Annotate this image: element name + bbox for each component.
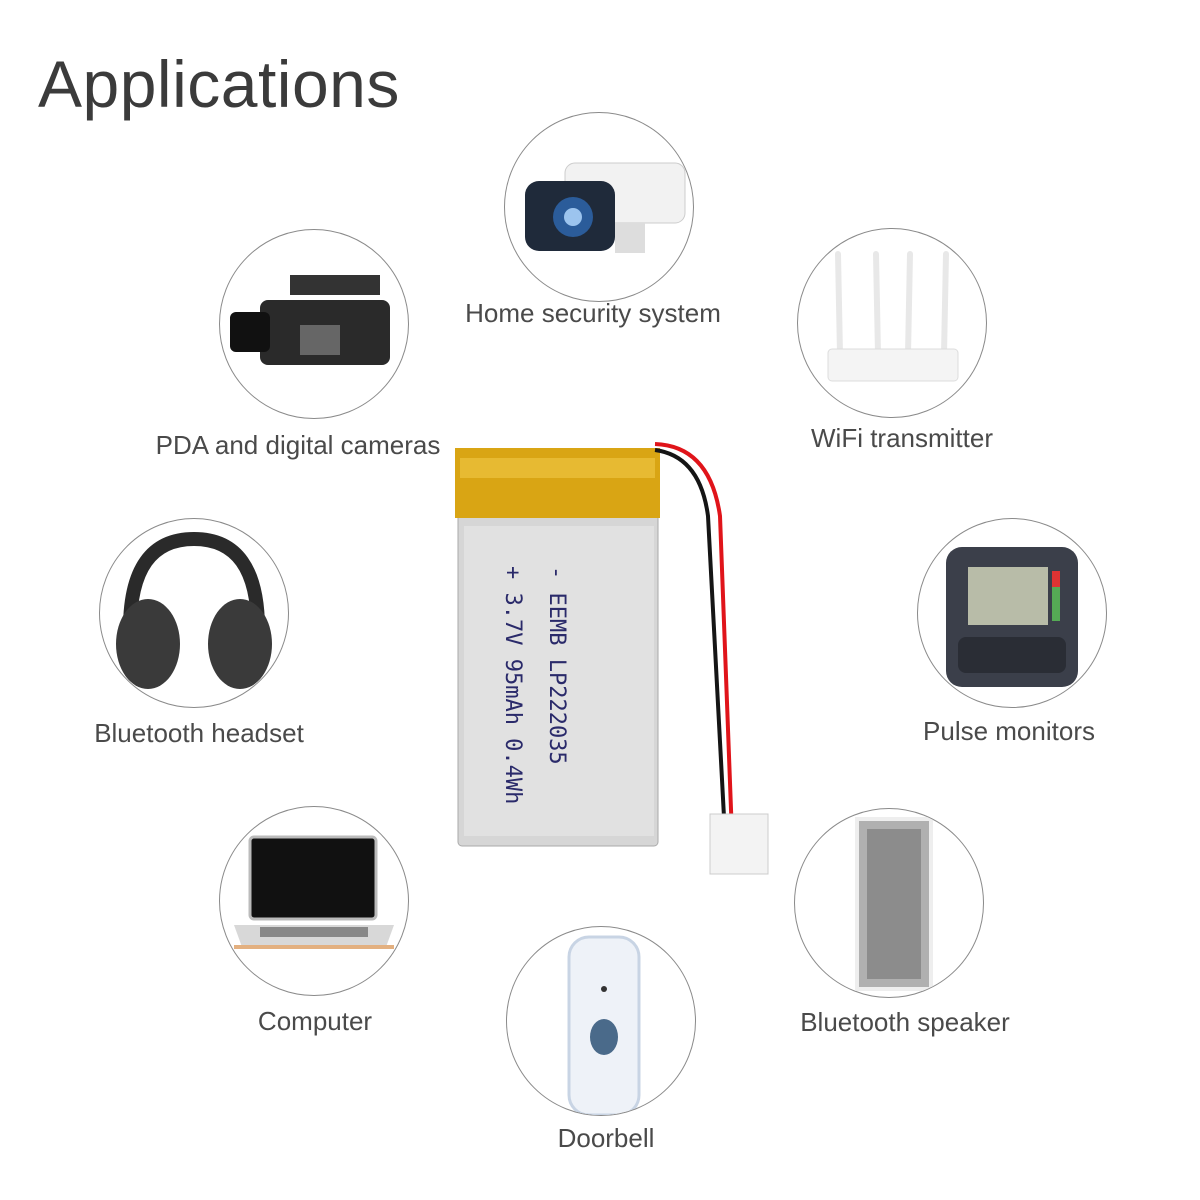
battery-model-text: - EEMB LP222035 <box>544 566 569 765</box>
doorbell-icon <box>506 926 696 1116</box>
headphones-icon <box>99 518 289 708</box>
blood-pressure-monitor-icon <box>917 518 1107 708</box>
label-speaker: Bluetooth speaker <box>800 1007 1010 1037</box>
lipo-battery-image: - EEMB LP222035 + 3.7V 95mAh 0.4Wh <box>450 436 780 886</box>
label-headset: Bluetooth headset <box>94 718 304 748</box>
label-doorbell: Doorbell <box>557 1123 655 1153</box>
security-camera-icon <box>504 112 694 302</box>
label-pulse: Pulse monitors <box>923 716 1095 746</box>
router-icon <box>797 228 987 418</box>
page-title: Applications <box>38 47 400 121</box>
camcorder-icon <box>219 229 409 419</box>
label-computer: Computer <box>257 1006 373 1036</box>
label-wifi: WiFi transmitter <box>811 423 993 453</box>
laptop-icon <box>219 806 409 996</box>
label-home-security: Home security system <box>465 298 721 328</box>
battery-spec-text: + 3.7V 95mAh 0.4Wh <box>500 566 525 804</box>
speaker-icon <box>794 808 984 998</box>
label-pda-cameras: PDA and digital cameras <box>155 430 441 460</box>
